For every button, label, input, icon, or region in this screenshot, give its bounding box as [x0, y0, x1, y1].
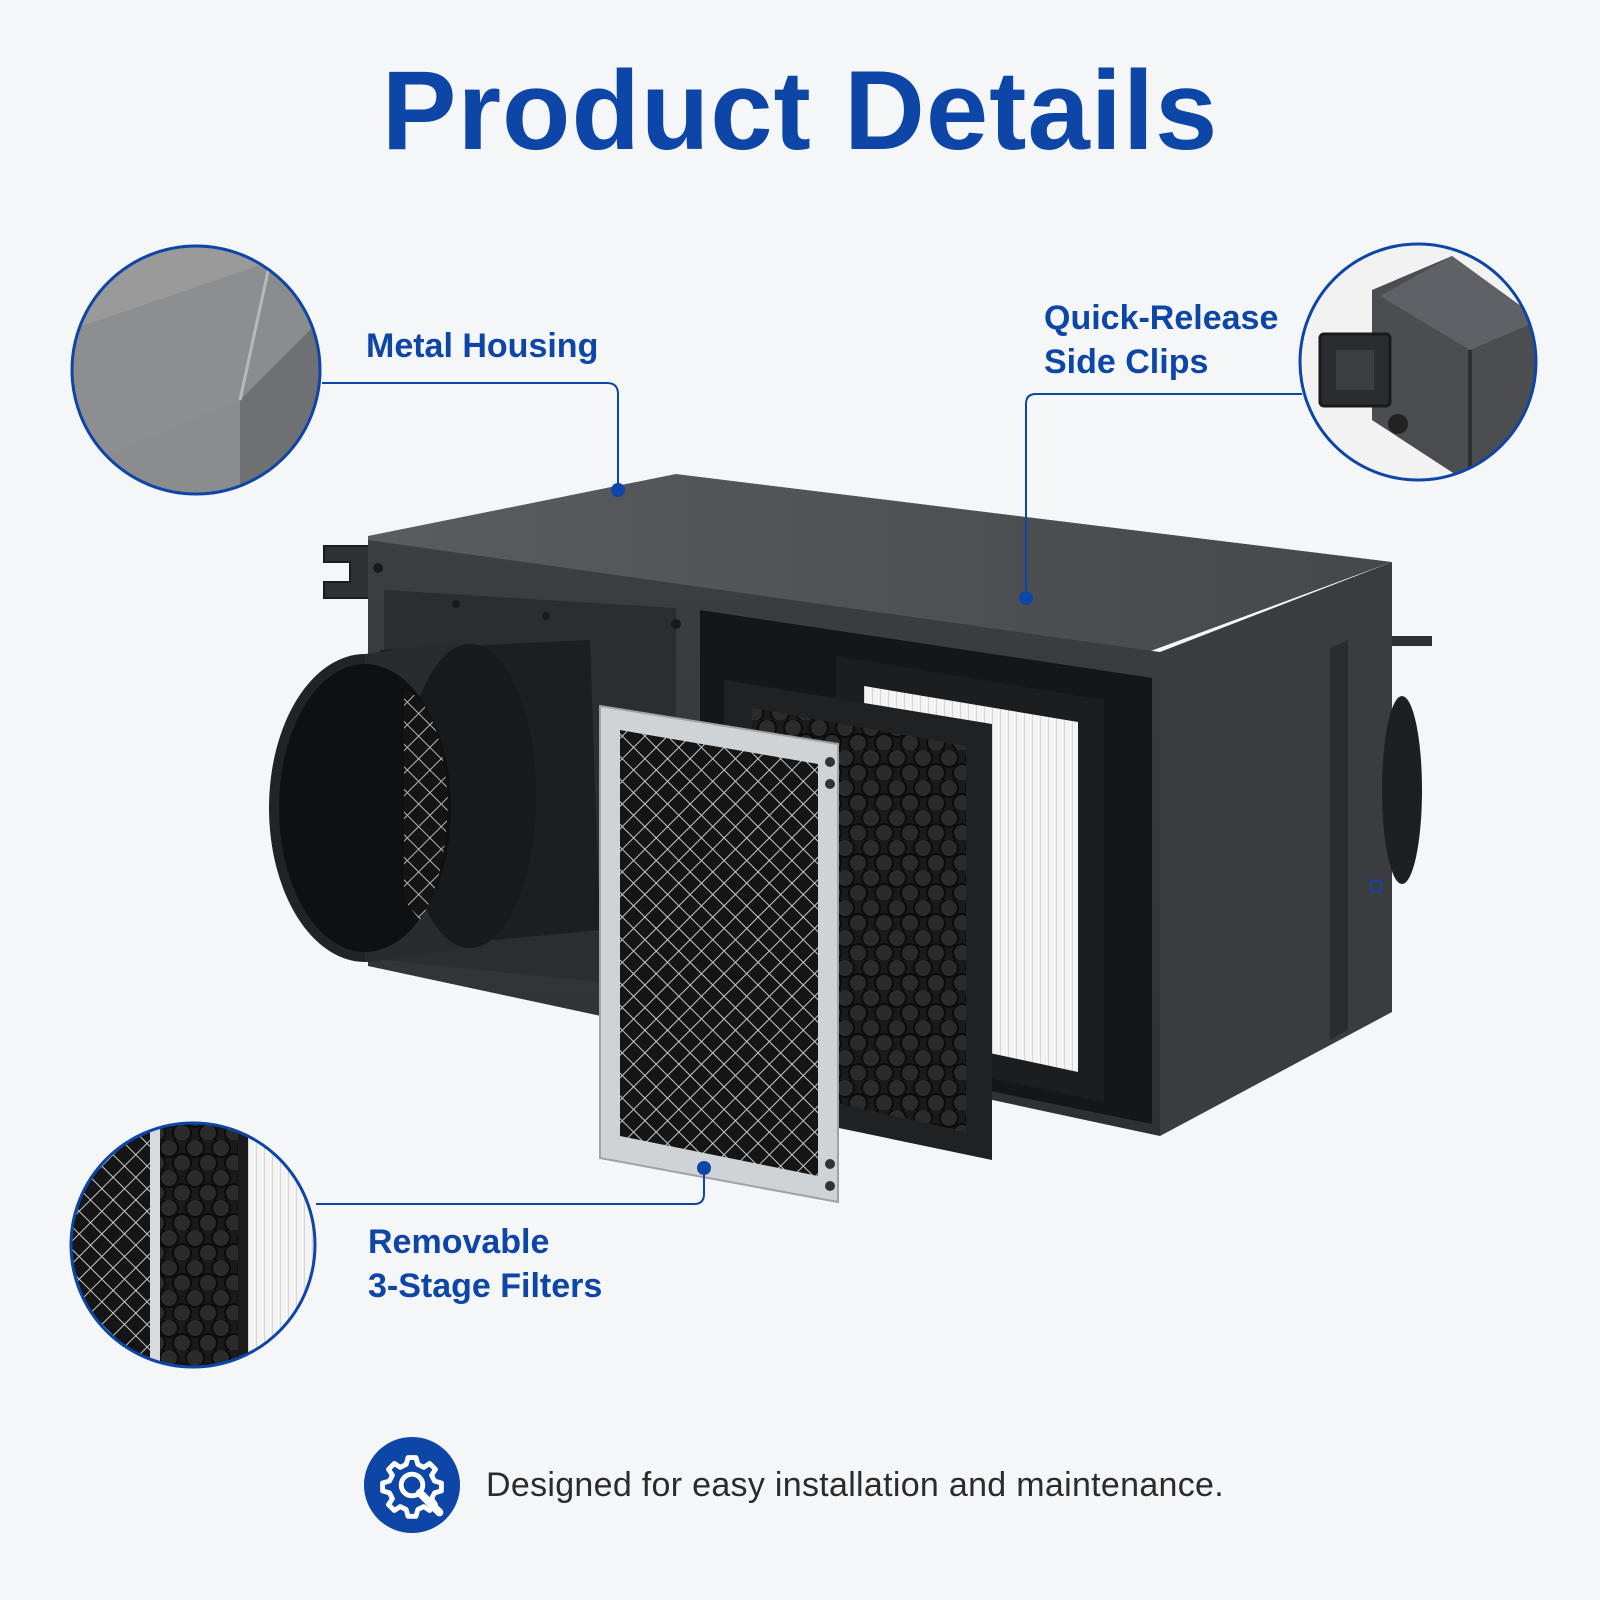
rear-duct-collar: [1382, 696, 1422, 884]
housing-top: [368, 474, 1392, 652]
zoom-circle-filters: [69, 1121, 317, 1369]
callout-metal-housing: [70, 244, 625, 497]
callout-label-filters: Removable 3-Stage Filters: [368, 1220, 602, 1308]
left-mounting-bracket: [323, 545, 371, 599]
callout-label-side-clips: Quick-Release Side Clips: [1044, 296, 1278, 384]
housing-side: [1160, 562, 1392, 1136]
callout-label-metal-housing: Metal Housing: [366, 324, 598, 368]
filters-line2: 3-Stage Filters: [368, 1267, 603, 1305]
zoom-circle-housing: [70, 244, 322, 496]
metal-housing-text: Metal Housing: [366, 327, 599, 365]
side-clips-line2: Side Clips: [1044, 343, 1209, 381]
footer-tagline: Designed for easy installation and maint…: [486, 1466, 1224, 1504]
zoom-circle-clips: [1298, 242, 1538, 482]
page-title: Product Details: [381, 48, 1219, 173]
filters-line1: Removable: [368, 1223, 550, 1261]
inlet-duct: [269, 640, 600, 962]
gear-wrench-icon: [363, 1436, 461, 1534]
callout-filters: [69, 1121, 711, 1369]
callout-side-clips: [1019, 242, 1538, 893]
pre-filter-mesh: [599, 704, 839, 1204]
side-clips-line1: Quick-Release: [1044, 299, 1279, 337]
